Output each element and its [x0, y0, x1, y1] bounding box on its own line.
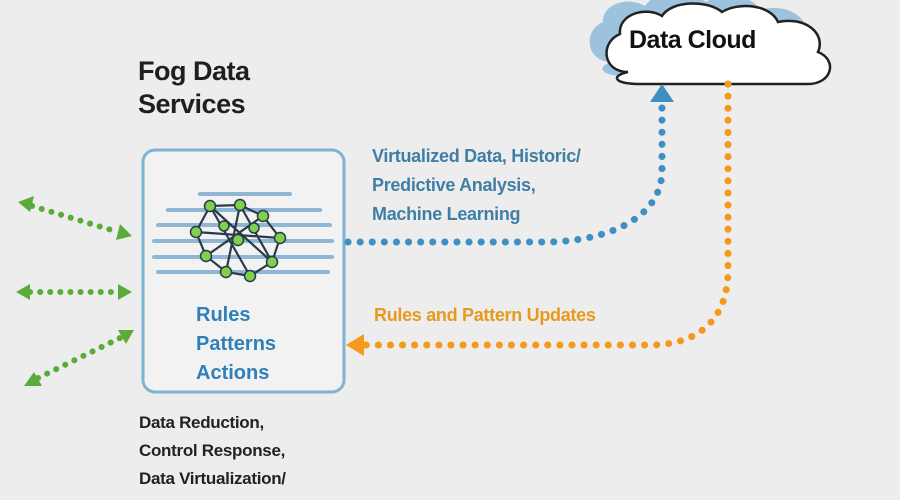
title-line-1: Fog Data	[138, 56, 250, 86]
data-cloud-label: Data Cloud	[629, 26, 756, 54]
blue-upload-arrow	[344, 84, 674, 246]
box-line-patterns: Patterns	[196, 333, 277, 355]
data-cloud-icon	[589, 0, 832, 86]
network-graph-icon	[152, 192, 334, 283]
virtualized-data-label: Virtualized Data, Historic/Predictive An…	[372, 142, 581, 229]
blue-label-line-2: Predictive Analysis,	[372, 175, 536, 195]
box-rules-list: Rules Patterns Actions	[196, 301, 276, 388]
bottom-line-3: Data Virtualization/	[139, 469, 286, 488]
fog-functions-text: Data Reduction, Control Response, Data V…	[139, 409, 286, 493]
orange-download-arrow	[346, 80, 732, 356]
green-arrow-bottom	[24, 330, 134, 386]
box-line-rules: Rules	[196, 304, 251, 326]
rules-pattern-updates-label: Rules and Pattern Updates	[374, 305, 596, 325]
green-arrow-middle	[16, 284, 132, 300]
blue-label-line-3: Machine Learning	[372, 204, 521, 224]
title-line-2: Services	[138, 89, 246, 119]
blue-label-line-1: Virtualized Data, Historic/	[372, 146, 581, 166]
box-line-actions: Actions	[196, 362, 270, 384]
bottom-line-2: Control Response,	[139, 441, 286, 460]
green-device-arrows	[16, 196, 134, 386]
green-arrow-top	[18, 196, 132, 240]
bottom-line-1: Data Reduction,	[139, 413, 264, 432]
